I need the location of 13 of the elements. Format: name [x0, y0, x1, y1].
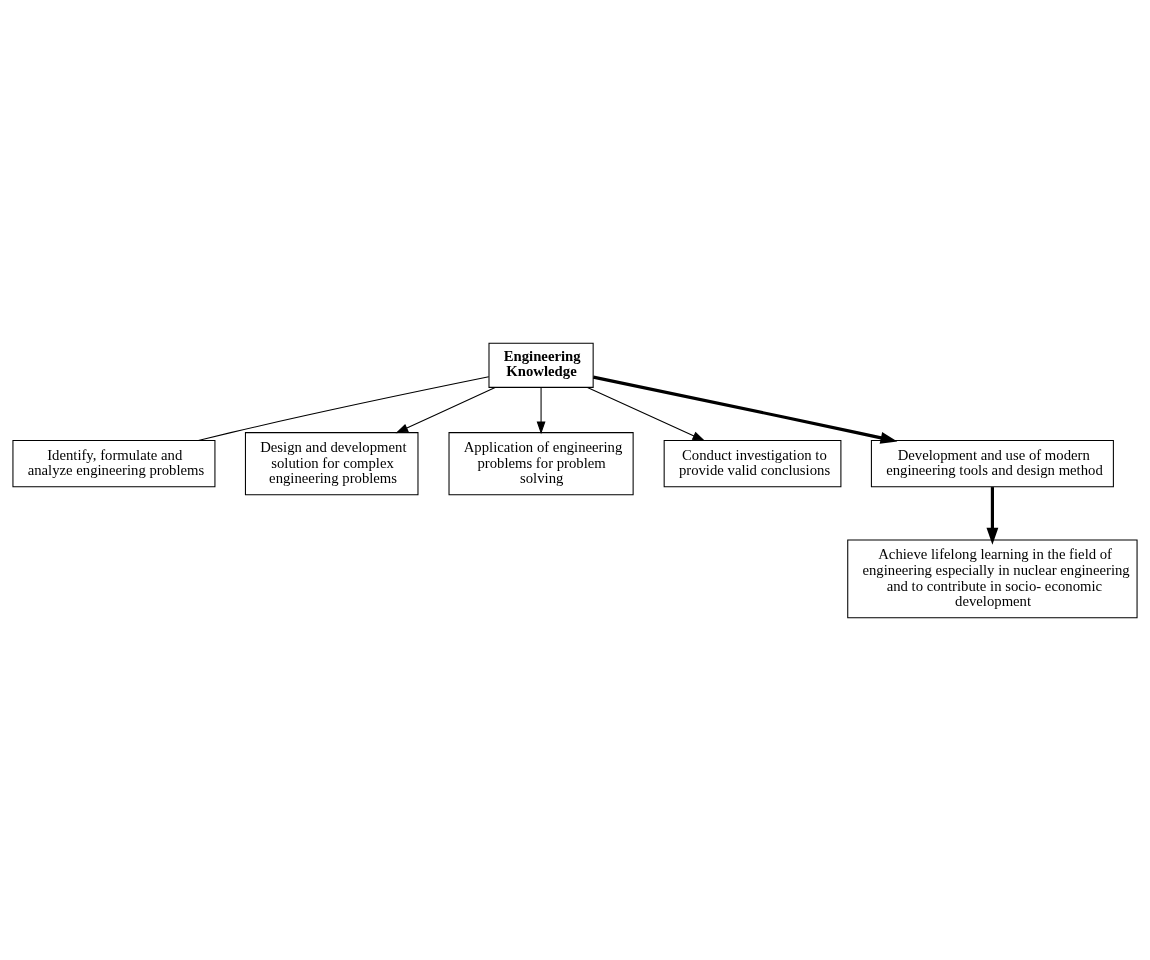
node-box: Application of engineering problems for problem solving	[448, 431, 634, 495]
arrow	[593, 375, 898, 444]
connector	[197, 375, 490, 441]
arrow	[536, 386, 546, 434]
node-box: Conduct investigation to provide valid conclusions	[663, 439, 842, 487]
node-box: Achieve lifelong learning in the field of engineering especially in nuclear engineering and to contribute in socio- economic development	[847, 538, 1138, 618]
arrow	[586, 386, 706, 441]
node-box: Design and development solution for complex engineering problems	[244, 431, 419, 495]
node-box: Identify, formulate and analyze engineering problems	[12, 439, 216, 487]
node-box: Engineering Knowledge	[488, 342, 594, 388]
arrow	[395, 386, 496, 433]
node-box: Development and use of modern engineering tools and design method	[870, 439, 1114, 487]
arrow	[986, 486, 999, 545]
